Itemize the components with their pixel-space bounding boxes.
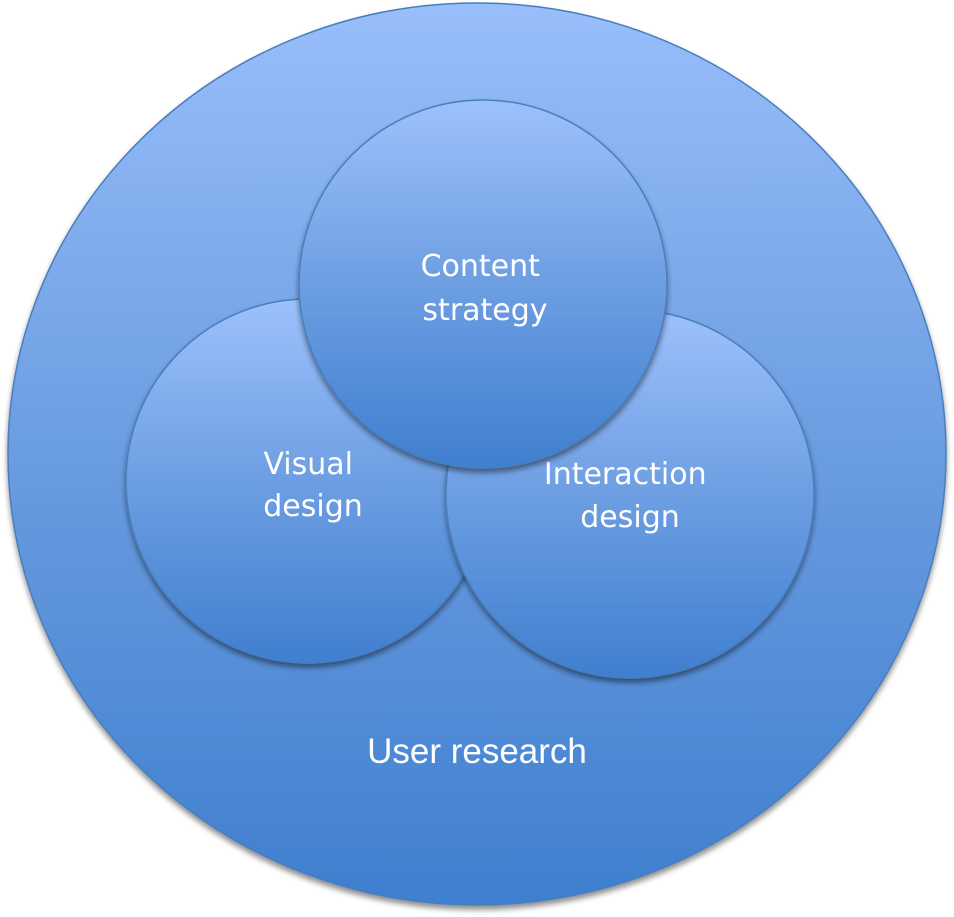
content-strategy-shape — [298, 99, 668, 469]
content-strategy-label-line1: Content — [421, 249, 541, 284]
visual-design-label-line2: design — [263, 489, 363, 524]
content-strategy-circle: Content strategy — [298, 99, 668, 469]
visual-design-label: Visual design — [263, 447, 363, 524]
interaction-design-label-line2: design — [580, 500, 680, 535]
interaction-design-label-line1: Interaction — [544, 457, 707, 492]
interaction-design-label: Interaction design — [544, 457, 716, 535]
user-research-label: User research — [367, 732, 587, 771]
content-strategy-label-line2: strategy — [422, 293, 547, 328]
content-strategy-label: Content strategy — [421, 249, 550, 328]
visual-design-label-line1: Visual — [263, 447, 353, 482]
